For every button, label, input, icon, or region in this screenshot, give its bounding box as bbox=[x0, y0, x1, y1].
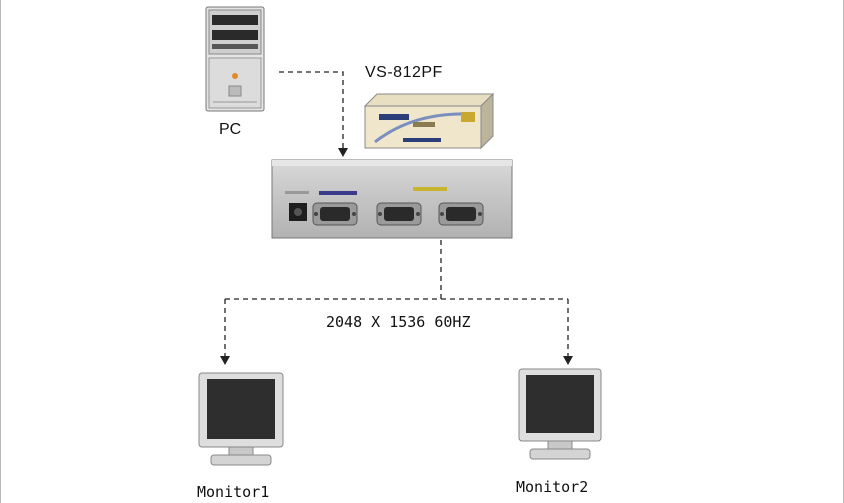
splitter-rear-panel-image bbox=[271, 159, 513, 239]
arrow-down-icon bbox=[338, 148, 348, 157]
vga-port-icon bbox=[438, 202, 484, 226]
vga-port-icon bbox=[376, 202, 422, 226]
pc-label: PC bbox=[219, 121, 242, 138]
product-model-label: VS-812PF bbox=[365, 64, 443, 81]
monitor1-label: Monitor1 bbox=[197, 483, 270, 501]
arrow-down-icon bbox=[563, 356, 573, 365]
monitor1-icon bbox=[198, 372, 284, 466]
resolution-label: 2048 X 1536 60HZ bbox=[326, 313, 471, 331]
arrow-down-icon bbox=[220, 356, 230, 365]
splitter-front-image bbox=[363, 92, 495, 150]
monitor2-label: Monitor2 bbox=[516, 478, 589, 496]
pc-tower-icon bbox=[205, 6, 265, 112]
pc-to-splitter-line bbox=[279, 71, 344, 150]
vga-port-icon bbox=[312, 202, 358, 226]
monitor2-icon bbox=[518, 368, 602, 460]
